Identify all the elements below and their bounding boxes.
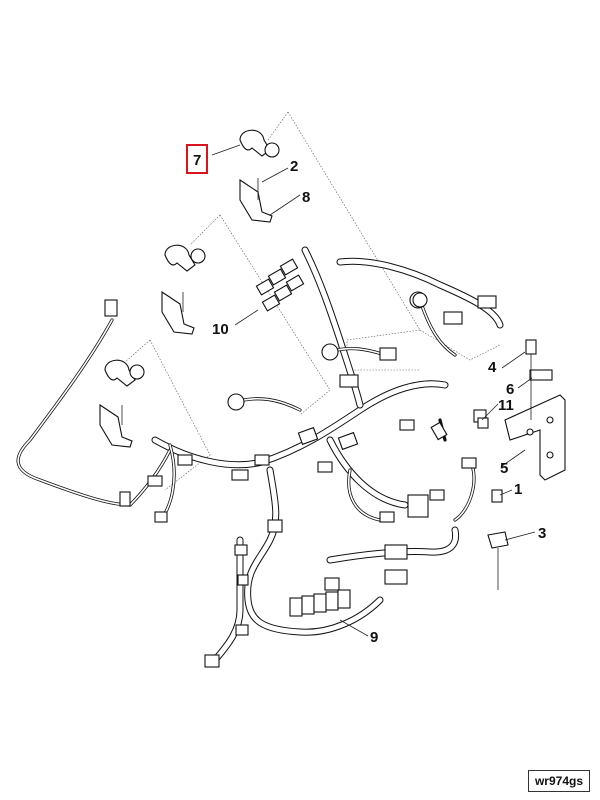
branch-wires bbox=[16, 298, 476, 522]
callout-6: 6 bbox=[506, 381, 514, 398]
callout-1: 1 bbox=[514, 481, 522, 498]
callout-8: 8 bbox=[302, 189, 310, 206]
callout-7: 7 bbox=[193, 152, 201, 169]
callout-10: 10 bbox=[212, 321, 229, 338]
callout-11: 11 bbox=[498, 397, 514, 414]
callout-2: 2 bbox=[290, 158, 298, 175]
mounting-bracket bbox=[477, 339, 566, 590]
callout-5: 5 bbox=[500, 460, 508, 477]
callouts: 7 2 8 10 4 6 11 5 1 3 9 bbox=[186, 144, 546, 646]
callout-4: 4 bbox=[488, 359, 497, 376]
reference-code: wr974gs bbox=[527, 770, 590, 792]
harness-connectors bbox=[104, 258, 497, 668]
callout-9: 9 bbox=[370, 629, 378, 646]
assembly-guides bbox=[124, 111, 501, 491]
callout-3: 3 bbox=[538, 525, 546, 542]
leader-lines bbox=[211, 144, 536, 637]
harness-brackets bbox=[99, 178, 273, 448]
harness-clips bbox=[104, 129, 428, 387]
callout-7-highlight-box bbox=[186, 144, 208, 174]
